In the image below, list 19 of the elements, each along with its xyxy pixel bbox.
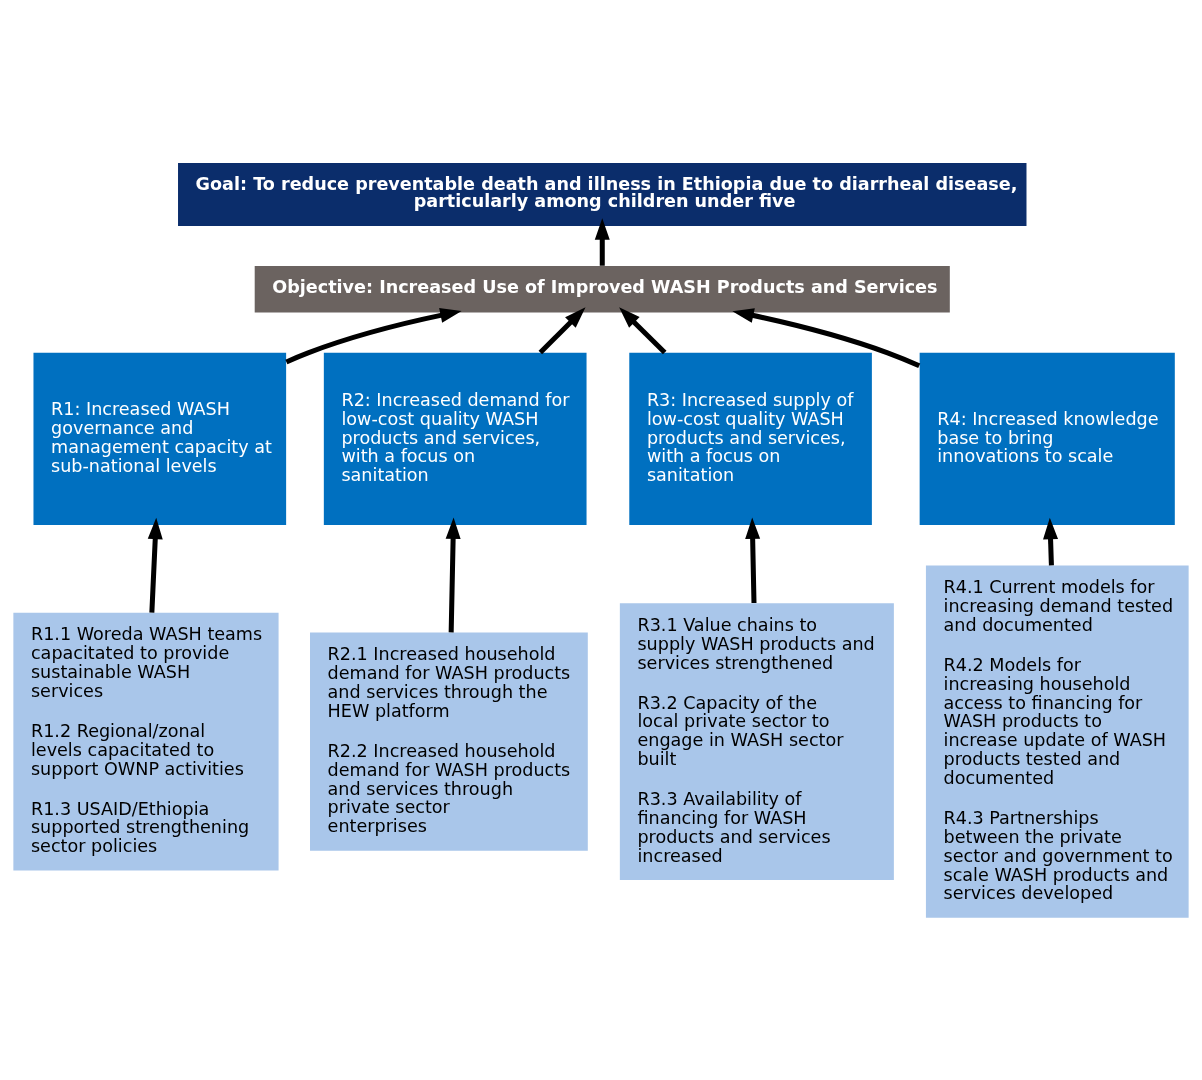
arrow [147, 517, 163, 613]
node-box: R1: Increased WASH governance and management capacity at sub-national levels [33, 352, 287, 525]
node-box: R4: Increased knowledge base to bring innovations to scale [919, 352, 1175, 525]
arrow [285, 307, 462, 364]
node-box: Objective: Increased Use of Improved WASH Products and Services [254, 265, 950, 313]
arrow [538, 306, 586, 354]
arrow [445, 517, 461, 632]
node-box: R3: Increased supply of low-cost quality WASH products and services, with a focus on sanitation [629, 352, 872, 525]
node-box: R2.1 Increased household demand for WASH products and services through the HEW platform R2.2 Increased household demand for WASH products and services through private sector enterprises [310, 632, 588, 851]
arrow [745, 517, 761, 603]
arrow [1043, 517, 1059, 565]
node-box: R1.1 Woreda WASH teams capacitated to provide sustainable WASH services R1.2 Regional/zonal levels capacitated to support OWNP activities R1.3 USAID/Ethiopia supported strengthening sector policies [13, 612, 279, 871]
node-box: R3.1 Value chains to supply WASH products and services strengthened R3.2 Capacity of the local private sector to engage in WASH sector built R3.3 Availability of financing for WASH products and services increased [619, 602, 894, 880]
arrow [619, 306, 667, 354]
node-box: R4.1 Current models for increasing demand tested and documented R4.2 Models for increasing household access to financing for WASH products to increase update of WASH products tested and documented R4.3 Partnerships between the private sector and government to scale WASH products and services developed [925, 565, 1189, 918]
node-box: Goal: To reduce preventable death and illness in Ethiopia due to diarrheal disease, particularly among children under five [178, 162, 1027, 226]
arrow [594, 217, 610, 266]
arrow [732, 307, 921, 368]
node-box: R2: Increased demand for low-cost quality WASH products and services, with a focus on sanitation [323, 352, 587, 525]
